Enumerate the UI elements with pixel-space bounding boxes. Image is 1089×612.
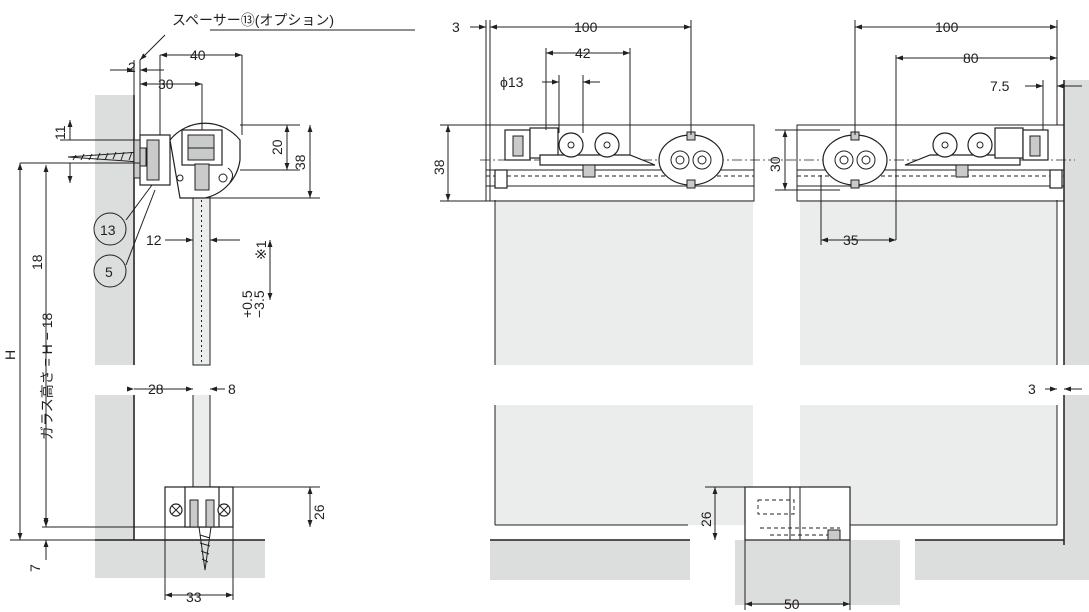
svg-text:38: 38 xyxy=(292,154,308,170)
svg-text:5: 5 xyxy=(105,264,113,280)
svg-text:3: 3 xyxy=(1028,381,1036,397)
svg-text:+0.5: +0.5 xyxy=(239,290,255,318)
roller-hanger-section xyxy=(139,122,241,199)
svg-text:7: 7 xyxy=(27,564,43,572)
floor-guide-area xyxy=(735,540,900,605)
svg-text:30: 30 xyxy=(767,156,783,172)
svg-text:28: 28 xyxy=(148,381,164,397)
svg-text:35: 35 xyxy=(843,232,859,248)
glass-panel-section xyxy=(193,170,210,365)
svg-text:38: 38 xyxy=(431,159,447,175)
svg-text:42: 42 xyxy=(575,45,591,61)
svg-text:33: 33 xyxy=(186,589,202,605)
svg-text:18: 18 xyxy=(29,254,45,270)
glass-panel-right xyxy=(800,200,1057,365)
svg-text:26: 26 xyxy=(311,504,327,520)
floor-guide-elevation xyxy=(744,486,851,541)
svg-text:40: 40 xyxy=(190,47,206,63)
stopper-left xyxy=(658,131,724,189)
wall-right-lower xyxy=(1064,395,1089,545)
floor-center xyxy=(490,540,690,580)
svg-text:13: 13 xyxy=(100,222,116,238)
svg-text:20: 20 xyxy=(269,139,285,155)
floor-right xyxy=(915,540,1089,580)
svg-text:30: 30 xyxy=(158,76,174,92)
elevation-view: 3 100 42 ϕ13 38 100 80 7.5 30 35 3 26 50 xyxy=(431,19,1089,612)
svg-text:−3.5: −3.5 xyxy=(251,290,267,318)
top-rail-left xyxy=(485,124,755,202)
svg-text:80: 80 xyxy=(963,50,979,66)
svg-text:12: 12 xyxy=(146,232,162,248)
glass-panel-left xyxy=(495,200,753,365)
balloon-5 xyxy=(93,254,127,288)
svg-text:26: 26 xyxy=(698,511,714,527)
glass-height-label: ガラス高さ = H − 18 xyxy=(39,312,55,440)
top-rail-right xyxy=(796,124,1065,202)
svg-text:50: 50 xyxy=(784,596,800,612)
svg-text:H: H xyxy=(2,350,18,360)
floor-guide-section xyxy=(164,486,234,571)
svg-text:100: 100 xyxy=(574,19,598,35)
roller-hanger-right xyxy=(904,127,1063,189)
svg-text:8: 8 xyxy=(228,381,236,397)
svg-text:ϕ13: ϕ13 xyxy=(500,74,524,90)
spacer-part xyxy=(133,139,141,179)
stopper-right xyxy=(822,131,888,189)
svg-text:※1: ※1 xyxy=(253,240,269,260)
wall-right-upper xyxy=(1064,80,1089,365)
ceiling-wall-left-lower xyxy=(95,395,135,540)
svg-text:100: 100 xyxy=(935,19,959,35)
svg-text:3: 3 xyxy=(452,19,460,35)
section-view: スペーサー⑬(オプション) 2 40 30 11 20 38 12 +0.5 −… xyxy=(2,12,415,605)
floor-left xyxy=(95,540,265,578)
balloon-13 xyxy=(93,212,127,246)
svg-text:2: 2 xyxy=(128,59,136,75)
svg-text:7.5: 7.5 xyxy=(990,78,1010,94)
svg-text:11: 11 xyxy=(52,125,68,140)
roller-hanger-left xyxy=(494,127,656,189)
spacer-callout: スペーサー⑬(オプション) xyxy=(172,12,334,28)
